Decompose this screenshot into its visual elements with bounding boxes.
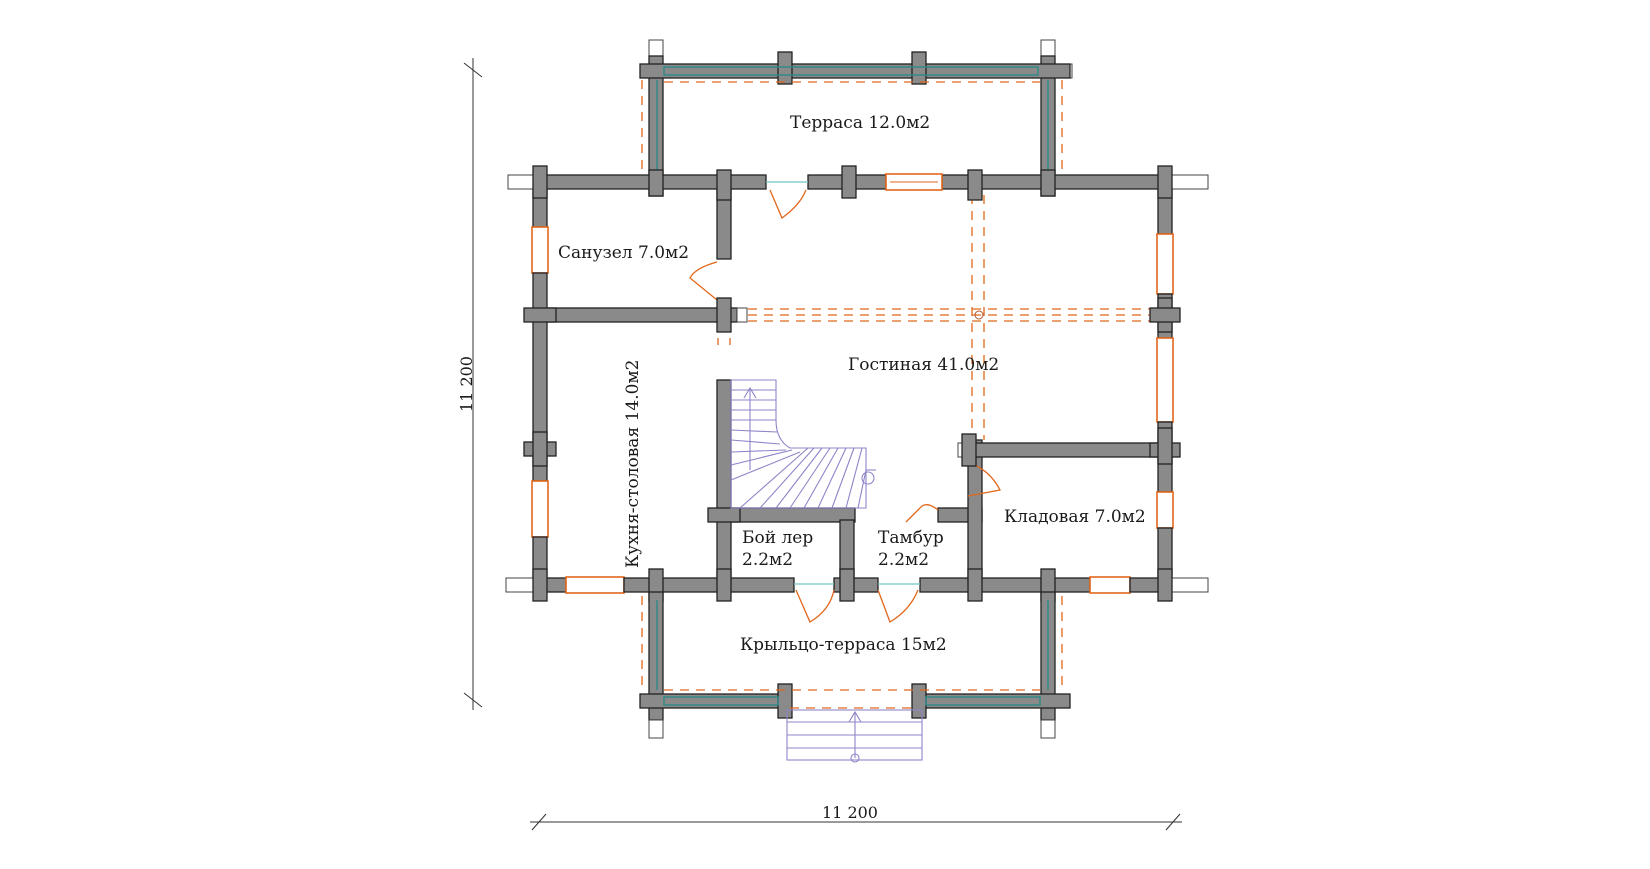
interior-walls: [546, 188, 1159, 623]
axis-lines: [700, 195, 1160, 440]
kitchen-label: Кухня-столовая 14.0м2: [623, 360, 643, 568]
living-room-label: Гостиная 41.0м2: [848, 355, 999, 375]
storage-label: Кладовая 7.0м2: [1004, 507, 1146, 527]
porch-label: Крыльцо-терраса 15м2: [740, 635, 947, 655]
porch-terrace: Крыльцо-терраса 15м2: [639, 591, 1071, 763]
outer-walls: [505, 173, 1209, 594]
width-dimension: 11 200: [822, 803, 878, 822]
boiler-room-area: 2.2м2: [742, 550, 793, 570]
room-labels: Санузел 7.0м2 Гостиная 41.0м2 Кухня-стол…: [558, 243, 1146, 570]
staircase: [730, 379, 876, 509]
vestibule-area: 2.2м2: [878, 550, 929, 570]
height-dimension: 11 200: [457, 356, 476, 412]
terrace-label: Терраса 12.0м2: [790, 113, 930, 133]
boiler-room-label: Бой лер: [742, 528, 813, 548]
upper-terrace: Терраса 12.0м2: [639, 39, 1073, 197]
dimension-lines: 11 200 11 200: [457, 58, 1182, 831]
vestibule-label: Тамбур: [878, 528, 944, 548]
bathroom-label: Санузел 7.0м2: [558, 243, 689, 263]
log-joints: [523, 165, 1181, 602]
